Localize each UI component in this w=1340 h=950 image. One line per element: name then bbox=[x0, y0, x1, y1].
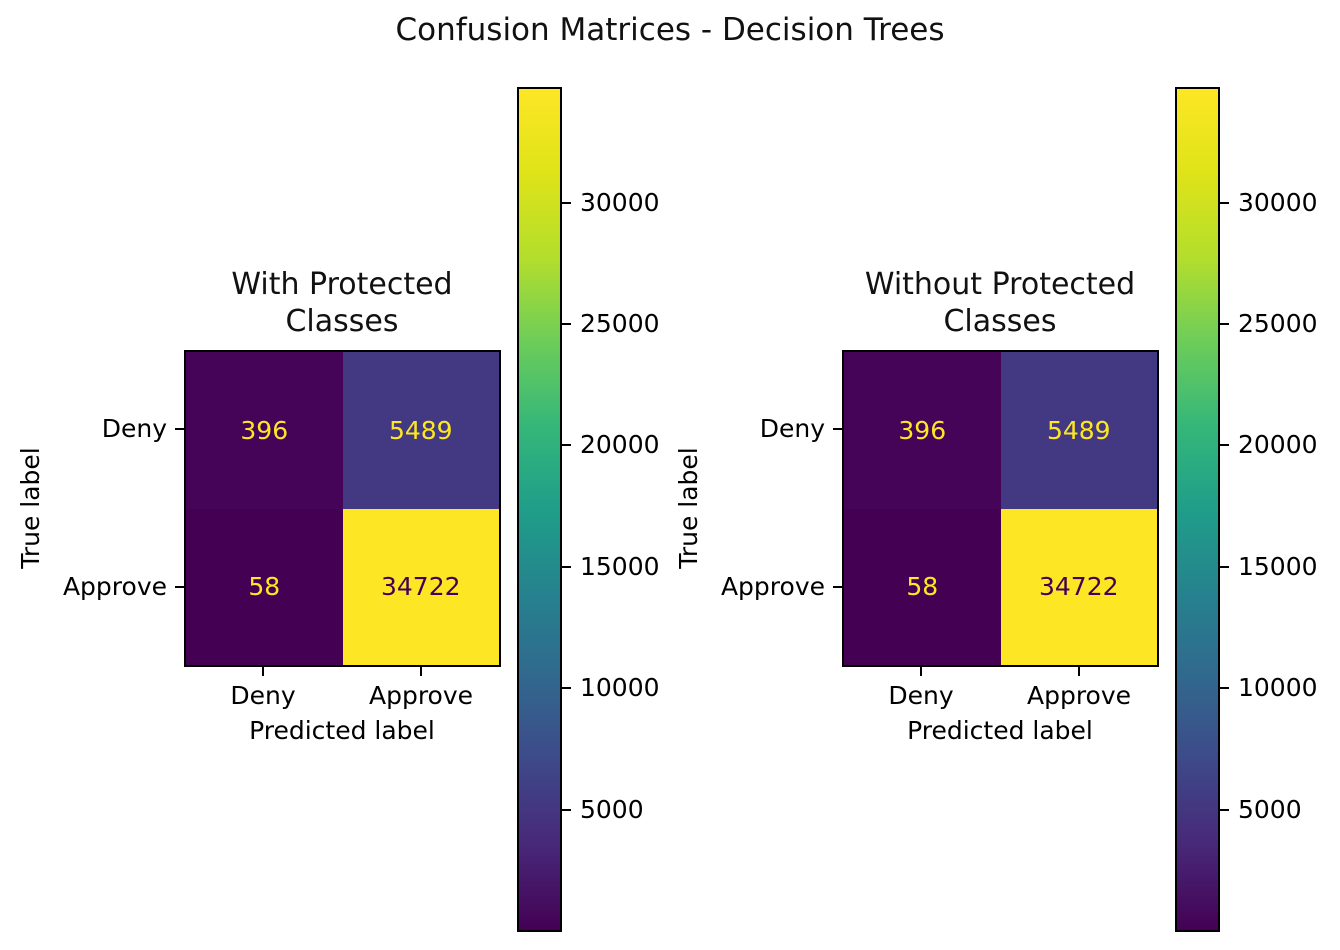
colorbar-tick-mark bbox=[1220, 444, 1229, 446]
colorbar-tick-label: 5000 bbox=[580, 795, 644, 824]
cell-value: 34722 bbox=[380, 572, 461, 602]
y-tick-mark bbox=[175, 428, 184, 430]
cell-value: 58 bbox=[248, 572, 281, 602]
colorbar-tick-mark bbox=[562, 809, 571, 811]
y-axis-label: True label bbox=[674, 447, 703, 569]
cell-value: 396 bbox=[898, 415, 947, 445]
x-tick-label: Deny bbox=[888, 681, 954, 710]
x-tick-mark bbox=[262, 667, 264, 676]
colorbar-tick-label: 30000 bbox=[1238, 188, 1318, 217]
colorbar-tick-mark bbox=[562, 687, 571, 689]
y-axis-label: True label bbox=[16, 447, 45, 569]
matrix-cell: 396 bbox=[186, 352, 343, 509]
colorbar-tick-mark bbox=[1220, 809, 1229, 811]
colorbar-tick-label: 30000 bbox=[580, 188, 660, 217]
matrix-cell: 34722 bbox=[1000, 508, 1157, 665]
subplot-title-with-protected: With Protected Classes bbox=[231, 267, 453, 339]
matrix-cell: 5489 bbox=[1000, 352, 1157, 509]
cell-value: 5489 bbox=[388, 415, 453, 445]
colorbar-tick-label: 10000 bbox=[1238, 673, 1318, 702]
colorbar-tick-mark bbox=[562, 202, 571, 204]
colorbar-tick-label: 25000 bbox=[580, 309, 660, 338]
colorbar bbox=[1175, 87, 1220, 932]
y-tick-mark bbox=[175, 586, 184, 588]
y-tick-mark bbox=[833, 428, 842, 430]
colorbar-tick-label: 5000 bbox=[1238, 795, 1302, 824]
colorbar-tick-label: 15000 bbox=[1238, 552, 1318, 581]
colorbar-tick-mark bbox=[1220, 566, 1229, 568]
x-tick-label: Approve bbox=[368, 681, 474, 710]
colorbar-tick-label: 25000 bbox=[1238, 309, 1318, 338]
x-tick-mark bbox=[420, 667, 422, 676]
colorbar-tick-mark bbox=[1220, 323, 1229, 325]
x-axis-label: Predicted label bbox=[907, 716, 1093, 745]
colorbar-tick-mark bbox=[1220, 202, 1229, 204]
x-axis-label: Predicted label bbox=[249, 716, 435, 745]
colorbar-tick-mark bbox=[562, 323, 571, 325]
heatmap-without-protected: 396 5489 58 34722 bbox=[842, 350, 1159, 667]
colorbar-tick-mark bbox=[1220, 687, 1229, 689]
matrix-cell: 396 bbox=[844, 352, 1001, 509]
colorbar-tick-label: 20000 bbox=[580, 430, 660, 459]
colorbar-tick-mark bbox=[562, 444, 571, 446]
cell-value: 58 bbox=[906, 572, 939, 602]
x-tick-label: Deny bbox=[230, 681, 296, 710]
matrix-cell: 58 bbox=[844, 508, 1001, 665]
y-tick-mark bbox=[833, 586, 842, 588]
x-tick-mark bbox=[1078, 667, 1080, 676]
heatmap-with-protected: 396 5489 58 34722 bbox=[184, 350, 501, 667]
y-tick-label: Deny bbox=[759, 414, 825, 443]
colorbar-tick-label: 20000 bbox=[1238, 430, 1318, 459]
cell-value: 396 bbox=[240, 415, 289, 445]
colorbar bbox=[517, 87, 562, 932]
y-tick-label: Approve bbox=[720, 572, 825, 601]
colorbar-tick-label: 10000 bbox=[580, 673, 660, 702]
matrix-cell: 58 bbox=[186, 508, 343, 665]
subplot-title-without-protected: Without Protected Classes bbox=[864, 267, 1136, 339]
cell-value: 34722 bbox=[1038, 572, 1119, 602]
colorbar-tick-label: 15000 bbox=[580, 552, 660, 581]
matrix-cell: 5489 bbox=[342, 352, 499, 509]
colorbar-tick-mark bbox=[562, 566, 571, 568]
matrix-cell: 34722 bbox=[342, 508, 499, 665]
y-tick-label: Approve bbox=[62, 572, 167, 601]
cell-value: 5489 bbox=[1046, 415, 1111, 445]
x-tick-label: Approve bbox=[1026, 681, 1132, 710]
y-tick-label: Deny bbox=[101, 414, 167, 443]
figure-title: Confusion Matrices - Decision Trees bbox=[395, 12, 945, 48]
x-tick-mark bbox=[920, 667, 922, 676]
